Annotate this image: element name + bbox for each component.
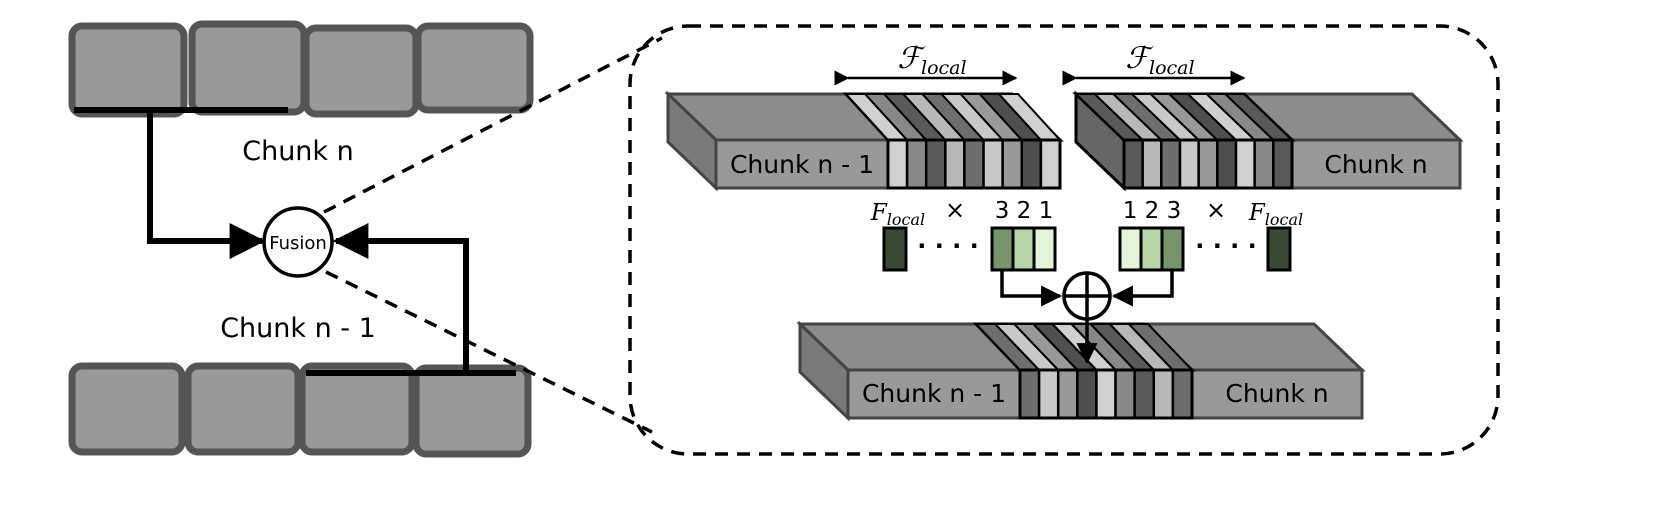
window-stripe xyxy=(1141,138,1163,190)
left-dots: · · · · xyxy=(917,232,979,260)
top-left-block: Chunk n - 1 xyxy=(664,90,1064,192)
bottom-block-front-left xyxy=(846,368,1022,420)
window-stripe xyxy=(944,138,966,190)
window-stripe xyxy=(1216,138,1238,190)
left-weight-bar xyxy=(990,226,1057,272)
left-weights-label: 3 2 1 xyxy=(995,198,1054,224)
bottom-chunk-label: Chunk n - 1 xyxy=(220,313,376,344)
window-stripe xyxy=(1272,138,1294,190)
top-right-block-front xyxy=(1290,138,1462,190)
window-stripe xyxy=(1020,138,1043,190)
fusion-node xyxy=(262,206,334,278)
left-far-weight xyxy=(882,226,908,272)
top-cell-3 xyxy=(302,24,420,118)
window-stripe xyxy=(886,138,909,190)
left-weight-1 xyxy=(1032,226,1057,272)
left-weights-to-sum-arrow xyxy=(1000,270,1063,307)
top-cell-4 xyxy=(414,22,534,114)
window-stripe xyxy=(924,138,947,190)
window-stripe xyxy=(1234,138,1256,190)
top-to-fusion-arrow xyxy=(147,112,266,259)
right-weight-3 xyxy=(1160,226,1185,272)
top-cell-2 xyxy=(188,20,308,116)
left-weight-3 xyxy=(990,226,1015,272)
top-cell-1 xyxy=(68,22,188,118)
window-stripe xyxy=(1114,368,1136,420)
top-left-window-front-stripes xyxy=(886,138,1062,190)
bottom-cell-4 xyxy=(412,364,532,458)
top-right-window-front-stripes xyxy=(1122,138,1294,190)
right-weights-label: 1 2 3 xyxy=(1123,198,1182,224)
zoom-line-top xyxy=(323,36,663,214)
top-left-block-label: Chunk n - 1 xyxy=(730,150,874,179)
bottom-to-fusion-arrow xyxy=(332,223,469,372)
zoom-line-bottom xyxy=(325,270,653,434)
window-stripe xyxy=(1001,138,1024,190)
times-symbol-left: × xyxy=(945,196,965,224)
bottom-right-block-label: Chunk n xyxy=(1225,379,1328,408)
bottom-left-block-label: Chunk n - 1 xyxy=(862,379,1006,408)
top-right-window-top-stripes xyxy=(1073,93,1295,141)
fusion-label: Fusion xyxy=(269,233,327,254)
window-stripe xyxy=(1039,138,1062,190)
window-stripe xyxy=(1152,368,1175,420)
bottom-block-front-right xyxy=(1190,368,1364,420)
times-symbol-right: × xyxy=(1206,196,1226,224)
window-stripe xyxy=(1133,368,1156,420)
window-stripe xyxy=(963,138,985,190)
f-local-label-right: ℱlocal xyxy=(1125,41,1194,79)
bottom-chunk-cells xyxy=(68,362,532,458)
window-stripe xyxy=(1178,138,1200,190)
f-local-weight-label-right: Flocal xyxy=(1248,200,1303,229)
left-weight-2 xyxy=(1011,226,1036,272)
top-chunk-label: Chunk n xyxy=(242,136,354,167)
top-right-block: Chunk n xyxy=(1072,90,1464,192)
top-chunk-cells xyxy=(68,20,534,118)
right-weight-2 xyxy=(1139,226,1164,272)
window-stripe xyxy=(1095,368,1117,420)
top-left-window-frame xyxy=(886,138,1062,190)
window-stripe xyxy=(905,138,928,190)
right-weight-1 xyxy=(1118,226,1143,272)
bottom-cell-2 xyxy=(184,362,302,456)
f-local-range-left: ℱlocal xyxy=(834,41,1018,86)
f-local-label-left: ℱlocal xyxy=(897,41,966,79)
right-dots: · · · · xyxy=(1195,232,1257,260)
bottom-window-front-stripes xyxy=(1018,368,1194,420)
bottom-window-frame xyxy=(1018,368,1194,420)
bottom-block: Chunk n - 1 Chunk n xyxy=(796,320,1366,422)
detail-panel xyxy=(628,24,1500,456)
right-far-weight xyxy=(1266,226,1292,272)
window-stripe xyxy=(1037,368,1060,420)
window-stripe xyxy=(1171,368,1194,420)
top-left-block-front xyxy=(714,138,890,190)
f-local-weight-label-left: Flocal xyxy=(870,200,925,229)
window-stripe xyxy=(982,138,1004,190)
window-stripe xyxy=(1197,138,1219,190)
top-right-block-label: Chunk n xyxy=(1324,150,1427,179)
bottom-cell-3 xyxy=(298,362,416,456)
window-stripe xyxy=(1253,138,1275,190)
window-stripe xyxy=(1122,138,1144,190)
window-stripe xyxy=(1076,368,1098,420)
right-weight-bar xyxy=(1118,226,1185,272)
top-right-window-frame xyxy=(1122,138,1294,190)
f-local-range-right: ℱlocal xyxy=(1062,41,1246,86)
window-stripe xyxy=(1056,368,1079,420)
window-stripe xyxy=(1018,368,1041,420)
right-weights-to-sum-arrow xyxy=(1111,270,1174,307)
bottom-cell-1 xyxy=(68,362,186,456)
window-stripe xyxy=(1160,138,1182,190)
